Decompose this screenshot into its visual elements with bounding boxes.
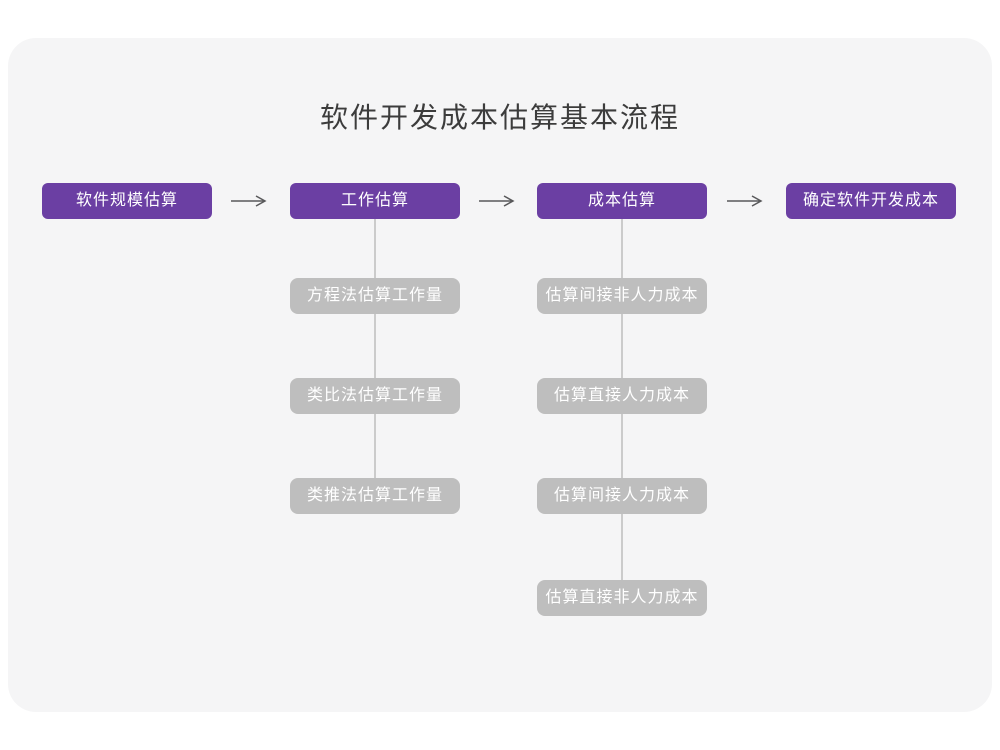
stage-label: 软件规模估算 [75,192,178,209]
substep-box-equation-method: 方程法估算工作量 [290,278,460,314]
substep-box-direct-labor-cost: 估算直接人力成本 [537,378,707,414]
substep-label: 估算间接人力成本 [553,487,690,504]
stage-box-cost-estimation: 成本估算 [537,183,707,219]
right-arrow-icon [478,194,520,208]
stage-label: 工作估算 [340,192,409,209]
connector-line-work-estimation [374,218,376,496]
substep-box-indirect-nonlabor-cost: 估算间接非人力成本 [537,278,707,314]
substep-box-extrapolation-method: 类推法估算工作量 [290,478,460,514]
stage-box-work-estimation: 工作估算 [290,183,460,219]
right-arrow-icon [726,194,768,208]
substep-label: 方程法估算工作量 [306,287,443,304]
stage-label: 成本估算 [587,192,656,209]
substep-label: 估算直接非人力成本 [545,589,699,606]
diagram-title: 软件开发成本估算基本流程 [319,102,680,133]
flowchart-card [8,38,992,712]
stage-label: 确定软件开发成本 [802,192,939,209]
stage-box-determine-development-cost: 确定软件开发成本 [786,183,956,219]
substep-label: 类推法估算工作量 [306,487,443,504]
substep-label: 估算直接人力成本 [553,387,690,404]
substep-box-indirect-labor-cost: 估算间接人力成本 [537,478,707,514]
right-arrow-icon [230,194,272,208]
substep-label: 估算间接非人力成本 [545,287,699,304]
substep-box-analogy-method: 类比法估算工作量 [290,378,460,414]
substep-box-direct-nonlabor-cost: 估算直接非人力成本 [537,580,707,616]
stage-box-software-scale-estimation: 软件规模估算 [42,183,212,219]
substep-label: 类比法估算工作量 [306,387,443,404]
